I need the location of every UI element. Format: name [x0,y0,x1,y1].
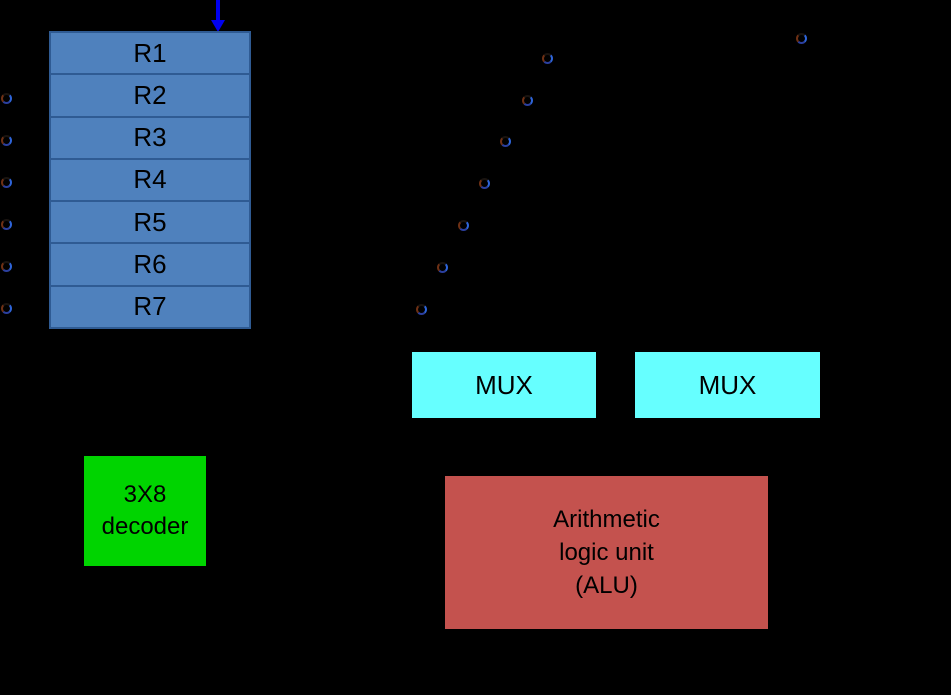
down-arrow-line [216,0,220,22]
mux-a-block: MUX [410,350,598,420]
register-r2: R2 [49,73,251,118]
connection-dot [0,134,12,146]
register-r6: R6 [49,242,251,287]
register-r7: R7 [49,284,251,329]
register-r1: R1 [49,31,251,76]
register-r5: R5 [49,200,251,245]
connection-dot [521,94,533,106]
register-r4: R4 [49,157,251,203]
down-arrow-head [211,20,225,32]
mux-b-block: MUX [633,350,822,420]
alu-label-line3: (ALU) [575,572,638,599]
connection-dot [0,176,12,188]
decoder-label-line1: 3X8 [123,481,167,508]
connection-dot [499,135,511,147]
alu-label-line1: Arithmetic [553,506,660,533]
alu-label-line2: logic unit [559,539,654,566]
connection-dot [457,219,469,231]
decoder-label-line2: decoder [101,513,189,540]
connection-dot [541,52,553,64]
connection-dot [795,32,807,44]
decoder-block: 3X8 decoder [82,454,208,568]
register-r3: R3 [49,115,251,160]
connection-dot [436,261,448,273]
connection-dot [478,177,490,189]
connection-dot [0,92,12,104]
connection-dot [0,218,12,230]
connection-dot [0,260,12,272]
connection-dot [0,302,12,314]
connection-dot [415,303,427,315]
register-file: R1 R2 R3 R4 R5 R6 R7 [49,31,251,329]
alu-block: Arithmetic logic unit (ALU) [443,474,770,631]
